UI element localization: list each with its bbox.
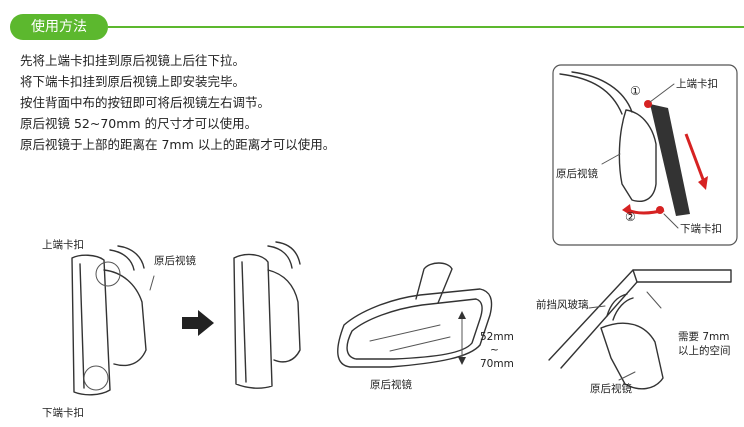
inset-original-mirror-label: 原后视镜 bbox=[556, 168, 598, 180]
size-tilde-label: ~ bbox=[490, 344, 499, 356]
windshield-label: 前挡风玻璃 bbox=[536, 299, 589, 311]
clearance-line1-label: 需要 7mm bbox=[678, 331, 730, 343]
header-divider bbox=[108, 26, 744, 28]
mirror-clip-diagram bbox=[71, 245, 155, 396]
instruction-step: 先将上端卡扣挂到原后视镜上后往下拉。 bbox=[20, 53, 246, 68]
windshield-clearance-diagram bbox=[548, 269, 732, 390]
mirror-size-diagram bbox=[337, 262, 493, 368]
right-arrow-icon bbox=[182, 310, 214, 336]
inset-bottom-clip-label: 下端卡扣 bbox=[680, 223, 722, 235]
inset-top-clip-label: 上端卡扣 bbox=[676, 78, 718, 90]
instruction-step: 将下端卡扣挂到原后视镜上即安装完毕。 bbox=[20, 74, 246, 89]
inset-illustration bbox=[552, 64, 738, 246]
instruction-step: 按住背面中布的按钮即可将后视镜左右调节。 bbox=[20, 95, 271, 110]
installed-mirror-diagram bbox=[233, 241, 301, 389]
instruction-step: 原后视镜于上部的距离在 7mm 以上的距离才可以使用。 bbox=[20, 137, 336, 152]
size-min-label: 52mm bbox=[480, 331, 514, 343]
inset-step1-marker: ① bbox=[630, 84, 641, 98]
clearance-line2-label: 以上的空间 bbox=[678, 345, 731, 357]
diagram1-original-mirror-label: 原后视镜 bbox=[154, 255, 196, 267]
diagram1-bottom-clip-label: 下端卡扣 bbox=[42, 407, 84, 419]
section-header: 使用方法 bbox=[10, 14, 108, 40]
instruction-step: 原后视镜 52~70mm 的尺寸才可以使用。 bbox=[20, 116, 258, 131]
diagram4-original-mirror-label: 原后视镜 bbox=[590, 383, 632, 395]
size-max-label: 70mm bbox=[480, 358, 514, 370]
diagram1-top-clip-label: 上端卡扣 bbox=[42, 239, 84, 251]
diagram3-original-mirror-label: 原后视镜 bbox=[370, 379, 412, 391]
inset-step2-marker: ② bbox=[625, 210, 636, 224]
instruction-list: 先将上端卡扣挂到原后视镜上后往下拉。 将下端卡扣挂到原后视镜上即安装完毕。 按住… bbox=[20, 50, 335, 155]
